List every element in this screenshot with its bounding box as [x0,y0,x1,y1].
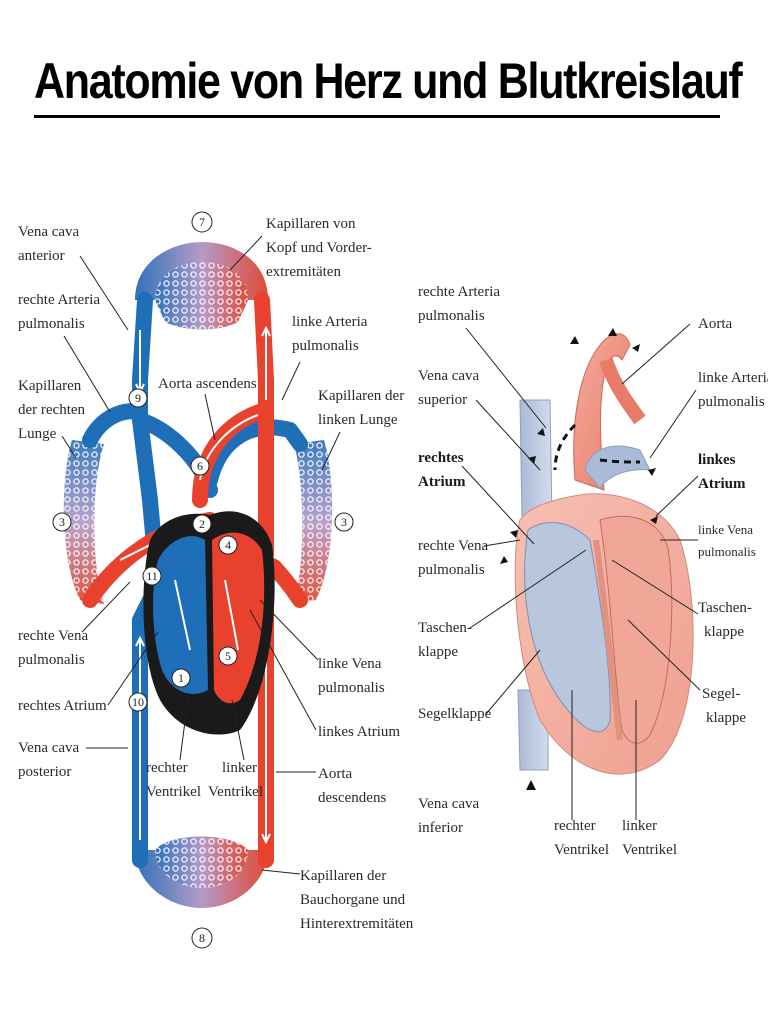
page-title: Anatomie von Herz und Blutkreislauf [34,53,743,109]
svg-text:2: 2 [199,517,205,531]
circle-numbers: 7 9 6 2 4 3 3 11 5 1 10 8 [52,211,354,949]
number-marker-4: 4 [218,535,238,555]
label-heart-segelklappe-right: Segel-klappe [702,686,746,726]
label-rechtes-atrium: rechtes Atrium [18,698,107,714]
heart-flow-arrows [553,423,641,471]
label-heart-taschenklappe-left: Taschen-klappe [418,620,472,660]
number-marker-10: 10 [128,692,148,712]
svg-text:3: 3 [341,515,347,529]
svg-text:5: 5 [225,649,231,663]
label-linkes-atrium: linkes Atrium [318,724,400,740]
label-heart-taschenklappe-right: Taschen-klappe [698,600,752,640]
capillaries-head [135,242,268,330]
aorta-arch [573,333,631,491]
number-marker-6: 6 [190,456,210,476]
number-marker-11: 11 [142,566,162,586]
label-heart-segelklappe-left: Segelklappe [418,706,492,722]
right-chambers [524,522,611,733]
capillaries-right-lung [63,440,104,604]
number-marker-5: 5 [218,646,238,666]
svg-text:8: 8 [199,931,205,945]
svg-text:9: 9 [135,391,141,405]
number-marker-8: 8 [191,927,213,949]
number-marker-9: 9 [128,388,148,408]
svg-text:4: 4 [225,538,231,552]
schematic-heart [143,511,275,735]
svg-text:10: 10 [132,695,144,709]
circulation-leader-lines [61,235,341,875]
number-marker-3-right: 3 [334,512,354,532]
heart-leader-lines [461,323,701,820]
label-aorta-ascendens: Aorta ascendens [158,376,257,392]
svg-text:3: 3 [59,515,65,529]
circulation-diagram: 7 9 6 2 4 3 3 11 5 1 10 8 [18,211,414,949]
number-marker-2: 2 [192,514,212,534]
heart-arrowheads [500,328,658,790]
capillaries-left-lung [294,440,333,604]
left-chambers [599,515,673,744]
capillaries-abdomen [135,836,268,908]
label-heart-aorta: Aorta [698,316,732,332]
title-underline [34,115,720,118]
number-marker-1: 1 [171,668,191,688]
pulmonary-artery [584,445,651,489]
svg-text:1: 1 [178,671,184,685]
svg-text:11: 11 [146,569,158,583]
number-marker-7: 7 [191,211,213,233]
number-marker-3-left: 3 [52,512,72,532]
svg-text:6: 6 [197,459,203,473]
svg-text:7: 7 [199,215,205,229]
